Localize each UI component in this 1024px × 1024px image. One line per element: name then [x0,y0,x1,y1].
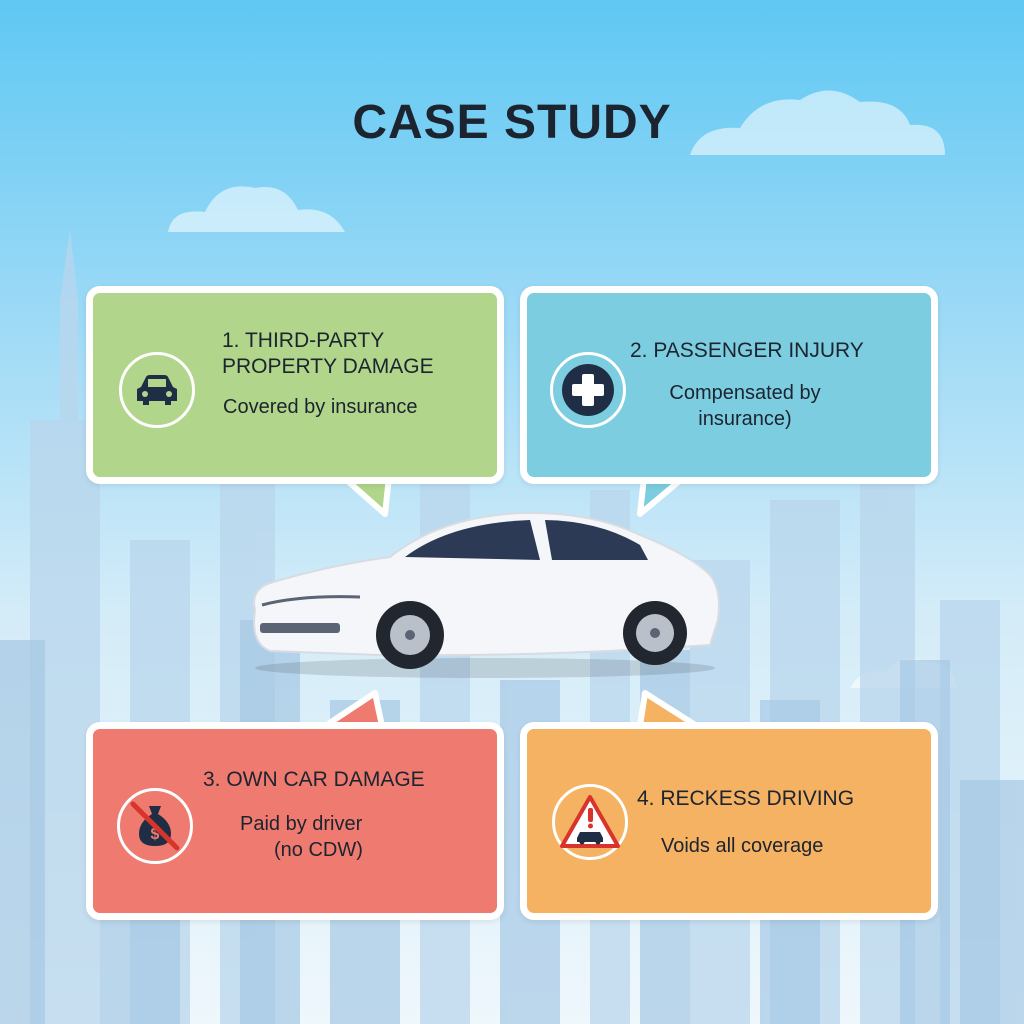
warning-car-icon [552,784,628,860]
card-1-body: Covered by insurance [223,396,418,418]
card-1-heading-line2: PROPERTY DAMAGE [222,355,434,378]
car-icon [119,352,195,428]
card-4-heading: 4. RECKESS DRIVING [637,787,855,810]
card-1-heading: 1. THIRD-PARTY PROPERTY DAMAGE [222,328,434,380]
page-title: CASE STUDY [352,96,672,149]
card-1-heading-line1: 1. THIRD-PARTY [222,329,385,352]
no-money-bag-icon: $ [117,788,193,864]
card-2-body-line1: Compensated by [669,382,821,404]
card-2-body-line2: insurance) [698,408,792,430]
card-3-body-line1: Paid by driver [240,813,363,835]
medical-cross-icon [550,352,626,428]
car-illustration [253,511,720,678]
card-3-heading: 3. OWN CAR DAMAGE [203,768,425,791]
svg-text:$: $ [151,826,160,843]
card-2-heading: 2. PASSENGER INJURY [630,339,864,362]
card-3-body: Paid by driver (no CDW) [240,811,363,863]
card-2-body: Compensated by insurance) [620,380,870,432]
card-4-body: Voids all coverage [661,835,824,857]
card-3-body-line2: (no CDW) [274,839,363,861]
